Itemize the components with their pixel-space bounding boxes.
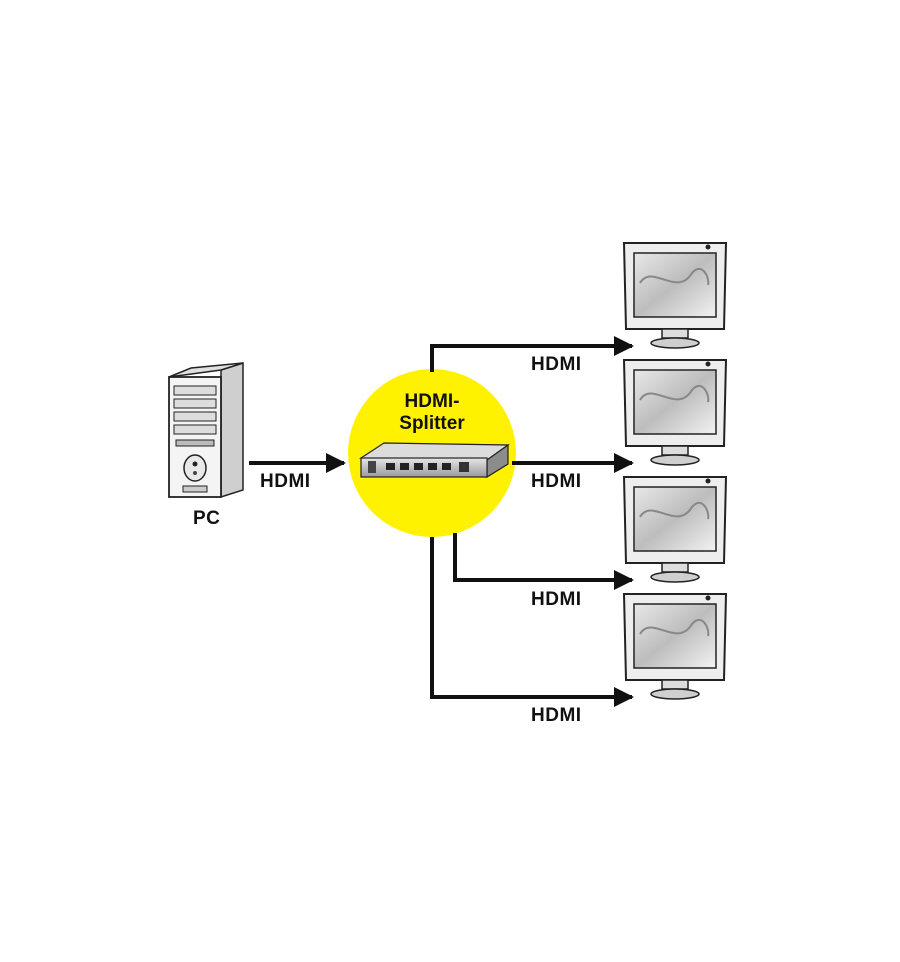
pc-hdmi-label: HDMI [260,471,311,492]
output-hdmi-label: HDMI [531,705,582,726]
monitor-icon [622,593,728,700]
monitor-icon [622,476,728,583]
splitter-title-line1: HDMI- [404,391,460,412]
output-line-1 [430,336,634,372]
splitter-title: HDMI- Splitter [362,391,502,435]
pc-tower-icon [168,361,244,499]
connection-lines [249,336,634,707]
monitor-icon [622,359,728,466]
output-hdmi-label: HDMI [531,354,582,375]
pc-label: PC [193,508,221,529]
hdmi-splitter-box-icon [359,442,510,479]
output-hdmi-label: HDMI [531,471,582,492]
output-hdmi-label: HDMI [531,589,582,610]
splitter-title-line2: Splitter [399,413,465,434]
output-line-3 [453,533,634,590]
monitor-icon [622,242,728,349]
output-line-4 [430,537,634,707]
